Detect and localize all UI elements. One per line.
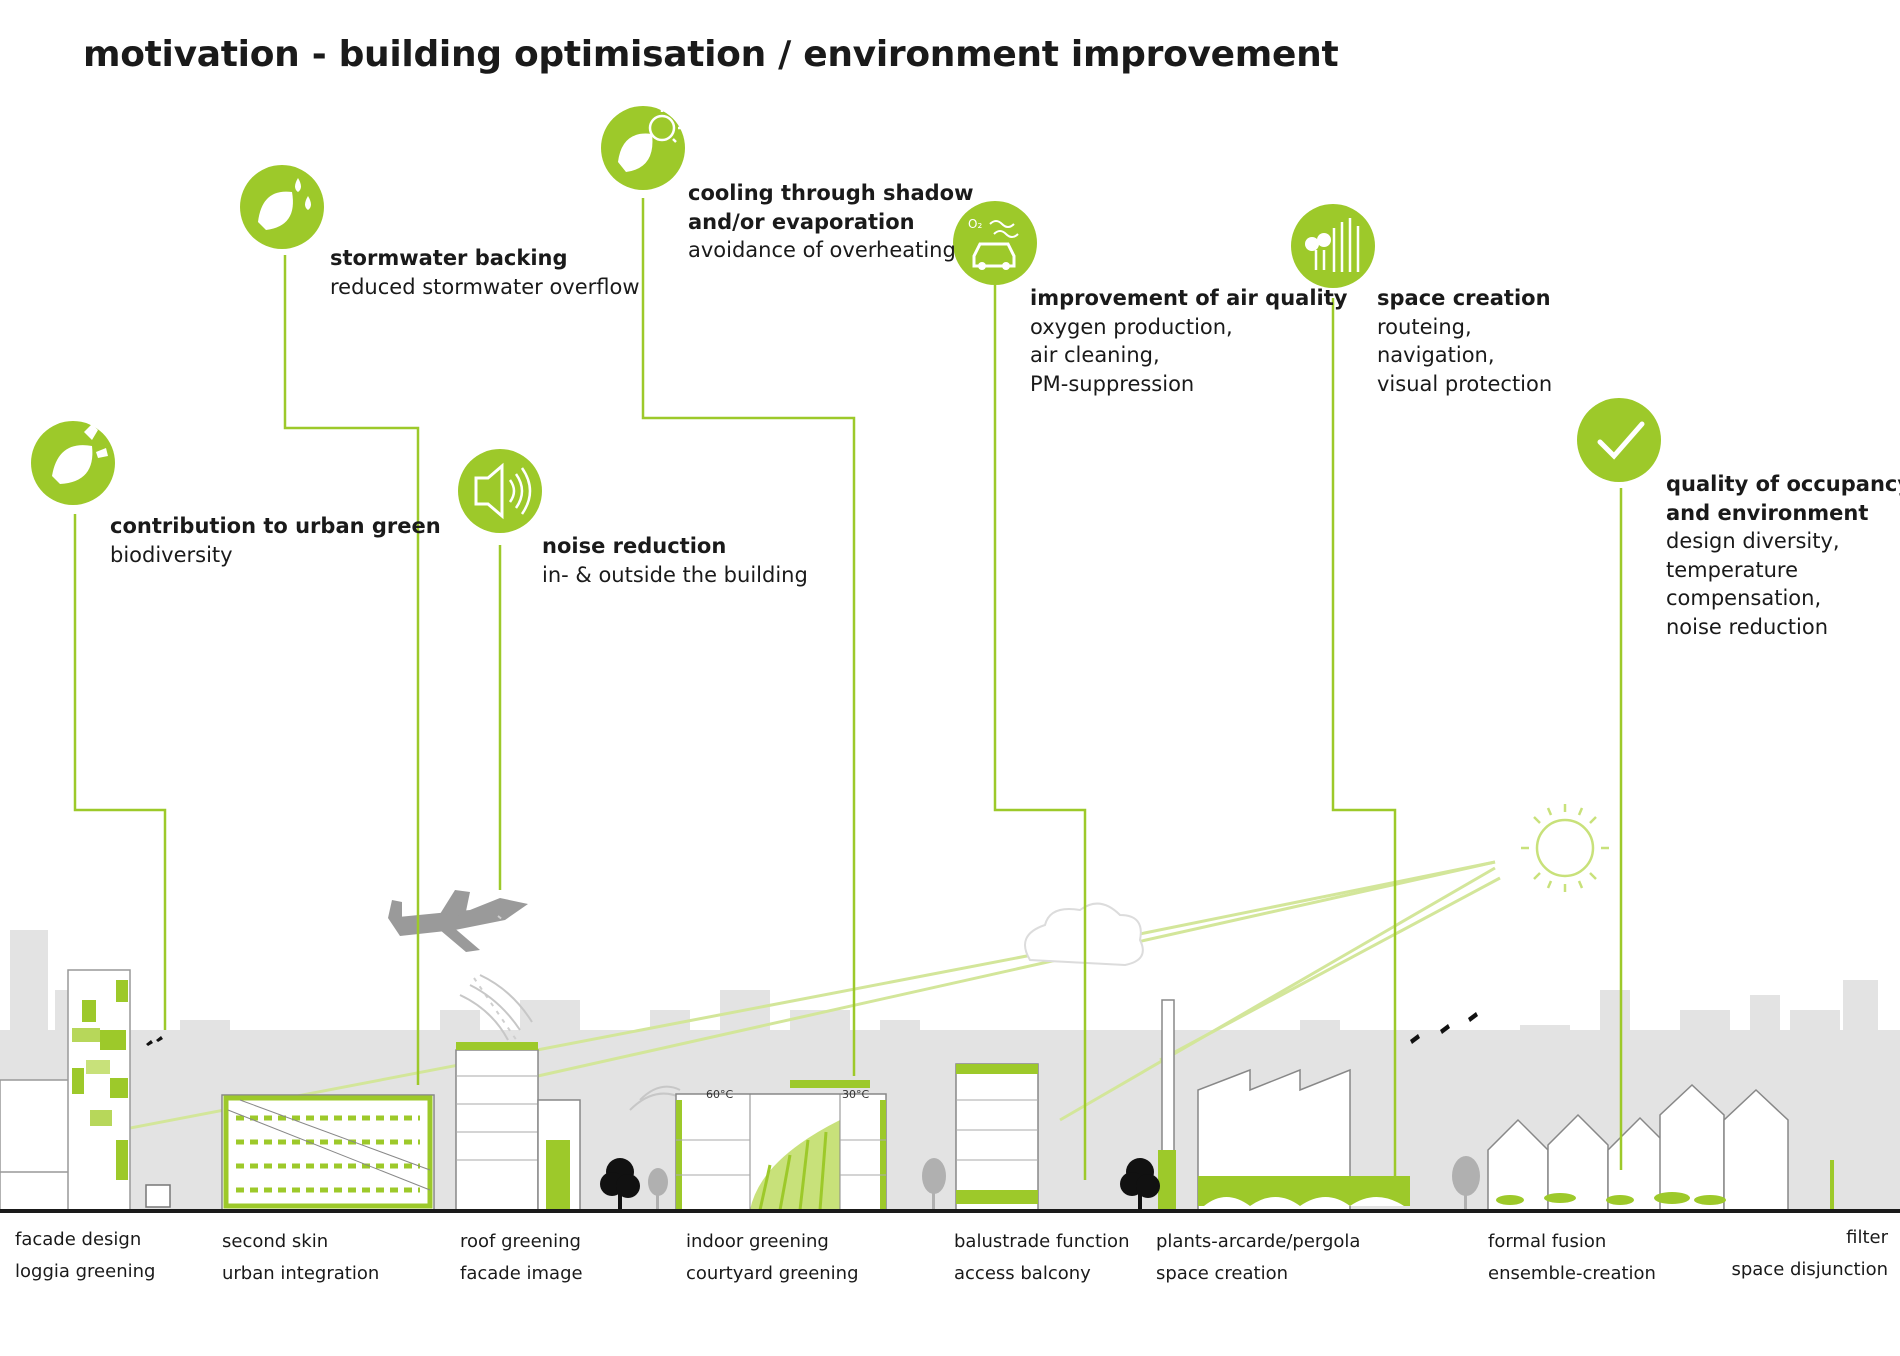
label-filter: filter space disjunction — [1731, 1222, 1888, 1286]
callout-line: compensation, — [1666, 586, 1822, 610]
leaf-sun-icon — [601, 106, 685, 190]
building-second-skin — [221, 1094, 435, 1211]
label-line: access balcony — [954, 1263, 1091, 1284]
sun-icon — [1521, 804, 1609, 892]
callout-line: visual protection — [1377, 371, 1553, 396]
temperature-hot: 60°C — [706, 1088, 733, 1101]
leaf-water-drops-icon — [240, 165, 324, 249]
callout-space-creation: space creation routeing, navigation, vis… — [1377, 284, 1552, 398]
svg-text:O₂: O₂ — [968, 217, 982, 231]
car-oxygen-icon: O₂ — [953, 201, 1037, 285]
callout-heading: quality of occupancy — [1666, 472, 1900, 496]
callout-heading: noise reduction — [542, 534, 727, 558]
callout-heading-2: and/or evaporation — [688, 209, 915, 234]
callout-line: air cleaning, — [1030, 343, 1160, 367]
label-line: facade design — [15, 1229, 142, 1250]
trees — [600, 1156, 1480, 1210]
label-fusion: formal fusion ensemble-creation — [1488, 1226, 1656, 1290]
label-line: roof greening — [460, 1231, 581, 1252]
chimney-factory — [1158, 999, 1410, 1211]
label-line: facade image — [460, 1263, 583, 1284]
callout-line: in- & outside the building — [542, 562, 808, 587]
label-pergola: plants-arcarde/pergola space creation — [1156, 1226, 1360, 1290]
callout-air-quality: improvement of air quality oxygen produc… — [1030, 284, 1347, 398]
callout-heading: stormwater backing — [330, 246, 568, 270]
label-line: courtyard greening — [686, 1263, 859, 1284]
callout-line: design diversity, — [1666, 529, 1840, 553]
label-line: space creation — [1156, 1263, 1289, 1284]
label-line: second skin — [222, 1231, 329, 1252]
label-line: plants-arcarde/pergola — [1156, 1231, 1361, 1252]
building-facade-loggia — [0, 969, 171, 1211]
label-line: indoor greening — [686, 1231, 829, 1252]
label-line: ensemble-creation — [1488, 1263, 1656, 1284]
callout-heading-2: and environment — [1666, 500, 1869, 525]
callout-line: oxygen production, — [1030, 314, 1233, 339]
ground-planting — [1496, 1160, 1834, 1210]
callout-cooling: cooling through shadow and/or evaporatio… — [688, 179, 974, 265]
callout-line: avoidance of overheating — [688, 238, 956, 262]
label-roof: roof greening facade image — [460, 1226, 583, 1290]
leader-lines — [73, 198, 1623, 1180]
callout-heading: space creation — [1377, 286, 1551, 310]
label-facade: facade design loggia greening — [15, 1224, 155, 1288]
callout-heading: contribution to urban green — [110, 514, 441, 538]
page-title: motivation - building optimisation / env… — [83, 34, 1339, 75]
building-indoor-courtyard — [675, 1080, 887, 1211]
label-line: formal fusion — [1488, 1231, 1607, 1252]
building-balustrade — [955, 1063, 1039, 1211]
callout-quality: quality of occupancy and environment des… — [1666, 470, 1900, 641]
callout-line: biodiversity — [110, 542, 233, 567]
callout-line: navigation, — [1377, 343, 1495, 367]
callout-line: temperature — [1666, 557, 1798, 582]
label-line: balustrade function — [954, 1231, 1130, 1252]
callout-heading: cooling through shadow — [688, 181, 974, 205]
callout-line: routeing, — [1377, 314, 1472, 339]
label-indoor: indoor greening courtyard greening — [686, 1226, 859, 1290]
label-line: urban integration — [222, 1263, 380, 1284]
label-line: filter — [1846, 1227, 1888, 1248]
label-balustrade: balustrade function access balcony — [954, 1226, 1129, 1290]
speaker-icon — [458, 449, 542, 533]
callout-line: noise reduction — [1666, 614, 1829, 639]
checkmark-icon — [1577, 398, 1661, 482]
building-roof-greening — [455, 1042, 581, 1211]
callout-stormwater: stormwater backing reduced stormwater ov… — [330, 244, 640, 301]
callout-heading: improvement of air quality — [1030, 286, 1348, 310]
label-second-skin: second skin urban integration — [222, 1226, 379, 1290]
birds-icon — [146, 1012, 1478, 1046]
leaf-butterfly-icon — [31, 421, 115, 505]
label-line: loggia greening — [15, 1261, 156, 1282]
callout-line: PM-suppression — [1030, 371, 1195, 396]
ground-line — [0, 1209, 1900, 1213]
trees-fence-icon — [1291, 204, 1375, 288]
callout-line: reduced stormwater overflow — [330, 274, 640, 299]
callout-noise: noise reduction in- & outside the buildi… — [542, 532, 808, 589]
callout-urban-green: contribution to urban green biodiversity — [110, 512, 441, 569]
label-line: space disjunction — [1731, 1259, 1888, 1280]
airplane-icon — [388, 890, 531, 1061]
temperature-cool: 30°C — [842, 1088, 869, 1101]
